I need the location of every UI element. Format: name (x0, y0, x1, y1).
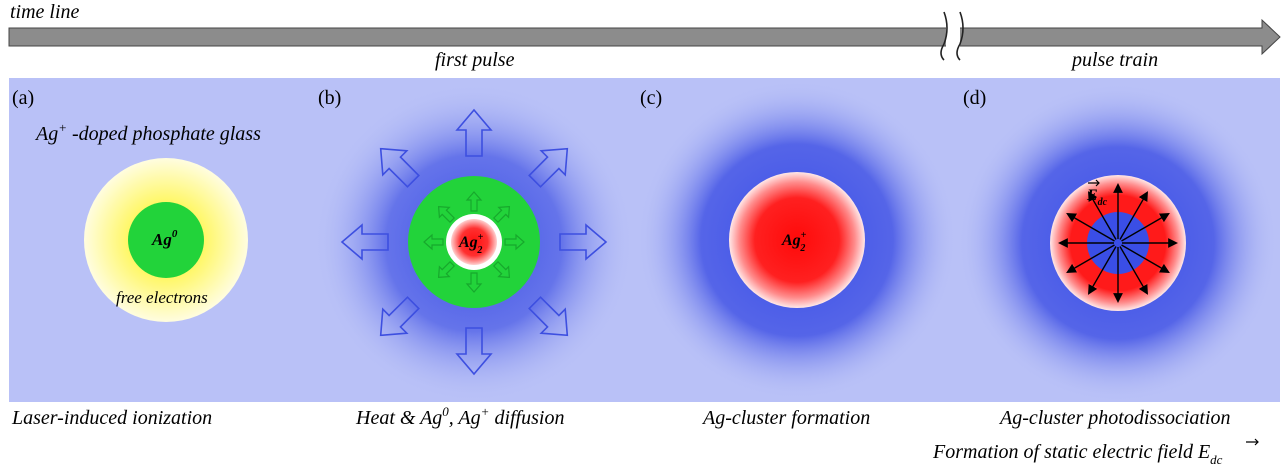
timeline-label: time line (10, 1, 80, 23)
field-line-arrow-icon (1119, 246, 1148, 295)
ag0-label: Ag0 (151, 228, 178, 249)
break-mark-right (956, 11, 964, 61)
heat-arrow-icon (528, 296, 569, 337)
heat-arrow-icon (340, 223, 389, 261)
field-arrows (1058, 183, 1178, 303)
field-label-d: Edc (1086, 187, 1108, 208)
panel-d-tag: (d) (963, 87, 986, 109)
heat-arrow-icon (455, 327, 493, 376)
diffusion-arrow-icon (465, 272, 483, 293)
diffusion-arrow-icon (492, 205, 511, 224)
caption-d2: Formation of static electric field Edc (932, 441, 1223, 467)
panel-b: Ag+2 (314, 83, 634, 403)
caption-b: Heat & Ag0, Ag+ diffusion (355, 404, 564, 429)
diffusion-arrow-icon (437, 260, 456, 279)
heat-arrow-icon (528, 147, 569, 188)
ag0-core (128, 202, 204, 278)
free-electrons-label: free electrons (116, 288, 208, 307)
caption-a: Laser-induced ionization (11, 407, 212, 429)
glass-title: Ag+ -doped phosphate glass (34, 120, 261, 145)
diffusion-arrow-icon (423, 233, 444, 251)
field-line-arrow-icon (1066, 244, 1115, 273)
pulse-train-label: pulse train (1070, 49, 1158, 71)
ag2-label-b: Ag+2 (458, 232, 484, 256)
field-line-arrow-icon (1119, 191, 1148, 240)
ag2-core-b (451, 219, 497, 265)
panel-c-tag: (c) (640, 87, 662, 109)
caption-vector-arrow-icon (1246, 438, 1259, 446)
panel-b-tag: (b) (318, 87, 341, 109)
timeline-arrow (8, 11, 1281, 61)
ag-cluster-c (729, 172, 865, 308)
heat-arrow-icon (379, 296, 420, 337)
field-line-arrow-icon (1066, 213, 1115, 242)
panel-d: Edc (958, 83, 1278, 403)
first-pulse-label: first pulse (435, 49, 515, 71)
diffusion-arrow-icon (504, 233, 525, 251)
panel-a-tag: (a) (12, 87, 34, 109)
break-mark-left (940, 11, 948, 61)
field-line-arrow-icon (1121, 244, 1170, 273)
diffusion-arrow-icon (437, 205, 456, 224)
panel-c: Ag+2 (637, 80, 957, 400)
caption-c: Ag-cluster formation (701, 407, 870, 429)
diffusion-arrows (423, 191, 525, 293)
panel-a: Ag+ -doped phosphate glass Ag0 free elec… (34, 120, 261, 322)
dissociated-core (1087, 212, 1149, 274)
ag2-label-c: Ag+2 (781, 230, 807, 254)
heat-arrows (340, 108, 608, 376)
field-line-arrow-icon (1121, 213, 1170, 242)
diffusion-arrow-icon (492, 260, 511, 279)
caption-d: Ag-cluster photodissociation (998, 407, 1231, 429)
field-line-arrow-icon (1088, 191, 1117, 240)
heat-arrow-icon (559, 223, 608, 261)
heat-arrow-icon (455, 108, 493, 157)
diffusion-arrow-icon (465, 191, 483, 212)
vector-arrow-icon (1088, 179, 1100, 187)
field-line-arrow-icon (1088, 246, 1117, 295)
heat-arrow-icon (379, 147, 420, 188)
